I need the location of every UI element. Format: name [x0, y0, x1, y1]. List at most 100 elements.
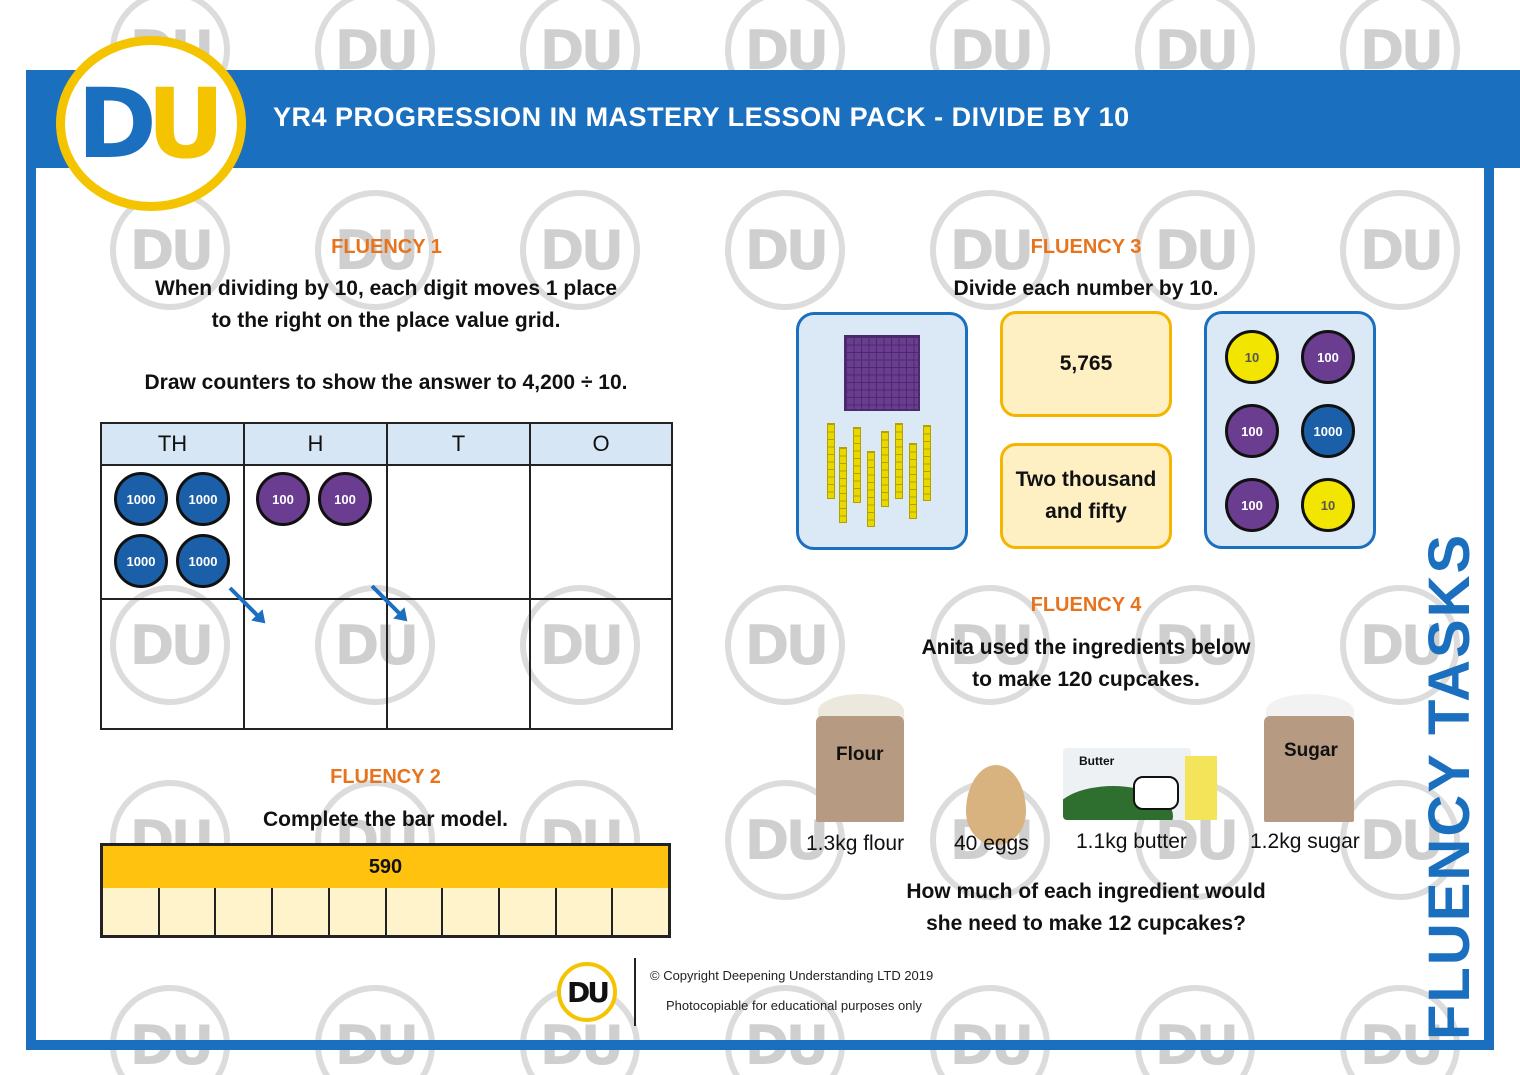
ten-rod-icon [839, 447, 847, 523]
column-header-t: T [388, 424, 531, 466]
column-header-h: H [245, 424, 388, 466]
fluency1-line2: to the right on the place value grid. [211, 309, 561, 332]
pv-cell-h-row2 [245, 600, 388, 728]
footer-copyright: © Copyright Deepening Understanding LTD … [650, 968, 934, 983]
ingredient-butter: 1.1kg butter [1076, 830, 1187, 853]
ten-rod-icon [827, 423, 835, 499]
fluency3-heading: FLUENCY 3 [1030, 236, 1142, 258]
watermark-logo-text: DU [744, 218, 830, 282]
fluency1-instruction: Draw counters to show the answer to 4,20… [144, 371, 628, 394]
fluency4-line1: Anita used the ingredients below [921, 636, 1251, 659]
ten-rod-icon [881, 431, 889, 507]
fluency4-question: How much of each ingredient would she ne… [860, 876, 1312, 940]
fluency1-line1: When dividing by 10, each digit moves 1 … [154, 277, 618, 300]
watermark-logo: DU [930, 985, 1050, 1075]
logo-letter-d: D [77, 67, 157, 180]
watermark-logo: DU [725, 585, 845, 705]
watermark-logo-text: DU [744, 613, 830, 677]
fluency4-line2: to make 120 cupcakes. [972, 668, 1200, 691]
pv-cell-o-row2 [531, 600, 671, 728]
fluency2-instruction: Complete the bar model. [262, 808, 509, 831]
counter-1000: 1000 [176, 534, 230, 588]
footer-note: Photocopiable for educational purposes o… [666, 998, 922, 1013]
place-value-grid: TH H T O 1000 1000 1000 1000 100 100 [100, 422, 673, 730]
bar-model-part [443, 888, 500, 935]
ten-rod-icon [923, 425, 931, 501]
hundred-square-icon [844, 335, 920, 411]
fluency4-heading: FLUENCY 4 [1030, 594, 1142, 616]
ingredient-sugar: 1.2kg sugar [1250, 830, 1360, 853]
butter-pack-label: Butter [1079, 754, 1115, 768]
ten-rod-icon [867, 451, 875, 527]
footer-divider [634, 958, 636, 1026]
egg-icon [966, 765, 1026, 845]
flour-sack-icon [816, 716, 904, 822]
bar-model-whole: 590 [100, 843, 671, 891]
flour-pack-label: Flour [836, 744, 884, 765]
counter-100: 100 [1225, 404, 1279, 458]
counter-100: 100 [1225, 478, 1279, 532]
pv-cell-th-row1 [102, 466, 245, 600]
bar-model-part [216, 888, 274, 935]
fluency2-heading: FLUENCY 2 [330, 766, 441, 788]
counter-10: 10 [1225, 330, 1279, 384]
bar-model-part [103, 888, 160, 935]
cow-icon [1133, 776, 1179, 810]
bar-model-part [386, 888, 444, 935]
du-logo: D U [56, 36, 246, 211]
counter-1000: 1000 [176, 472, 230, 526]
fluency4-question-line1: How much of each ingredient would [906, 880, 1266, 903]
fluency4-question-line2: she need to make 12 cupcakes? [926, 912, 1246, 935]
counter-1000: 1000 [114, 472, 168, 526]
ingredient-flour: 1.3kg flour [806, 832, 905, 855]
pv-cell-t-row2 [388, 600, 531, 728]
ten-rod-icon [853, 427, 861, 503]
counters-box: 10 100 100 1000 100 10 [1204, 311, 1376, 549]
watermark-logo: DU [725, 190, 845, 310]
watermark-logo: DU [110, 985, 230, 1075]
butter-pack-icon: Butter [1063, 748, 1191, 820]
header-bar [26, 70, 1520, 168]
bar-model-part [273, 888, 330, 935]
fluency3-instruction: Divide each number by 10. [953, 277, 1219, 300]
fluency1-text: When dividing by 10, each digit moves 1 … [86, 273, 686, 337]
watermark-logo-text: DU [1359, 218, 1445, 282]
bar-model-parts [100, 888, 671, 938]
column-header-th: TH [102, 424, 245, 466]
fluency1-heading: FLUENCY 1 [331, 236, 442, 258]
bar-model-part [556, 888, 614, 935]
counter-1000: 1000 [114, 534, 168, 588]
butter-block-icon [1185, 756, 1217, 820]
frame-bottom [26, 1040, 1494, 1050]
bar-model-part [159, 888, 217, 935]
word-number-line2: and fifty [1045, 500, 1127, 523]
bar-model-part [613, 888, 669, 935]
counter-100: 100 [1301, 330, 1355, 384]
frame-left [26, 168, 36, 1050]
frame-right [1484, 168, 1494, 1050]
ingredient-eggs: 40 eggs [954, 832, 1029, 855]
ten-rod-icon [895, 423, 903, 499]
number-box: 5,765 [1000, 311, 1172, 417]
page-title: YR4 PROGRESSION IN MASTERY LESSON PACK -… [273, 102, 1130, 132]
footer-logo: DU [557, 962, 617, 1022]
watermark-logo: DU [1340, 190, 1460, 310]
word-number-box: Two thousand and fifty [1000, 443, 1172, 549]
ten-rod-icon [909, 443, 917, 519]
pv-cell-t-row1 [388, 466, 531, 600]
sugar-pack-label: Sugar [1284, 740, 1338, 761]
counter-10: 10 [1301, 478, 1355, 532]
bar-model-part [499, 888, 557, 935]
watermark-logo: DU [315, 985, 435, 1075]
column-header-o: O [531, 424, 671, 466]
footer-logo-text: DU [567, 975, 610, 1009]
counter-1000: 1000 [1301, 404, 1355, 458]
sugar-sack-icon [1264, 716, 1354, 822]
word-number-line1: Two thousand [1015, 468, 1157, 491]
fluency4-text: Anita used the ingredients below to make… [880, 632, 1292, 696]
pv-cell-th-row2 [102, 600, 245, 728]
logo-letter-u: U [146, 67, 225, 180]
bar-model-part [329, 888, 387, 935]
pv-cell-o-row1 [531, 466, 671, 600]
side-label-fluency-tasks: FLUENCY TASKS [1417, 532, 1482, 1040]
